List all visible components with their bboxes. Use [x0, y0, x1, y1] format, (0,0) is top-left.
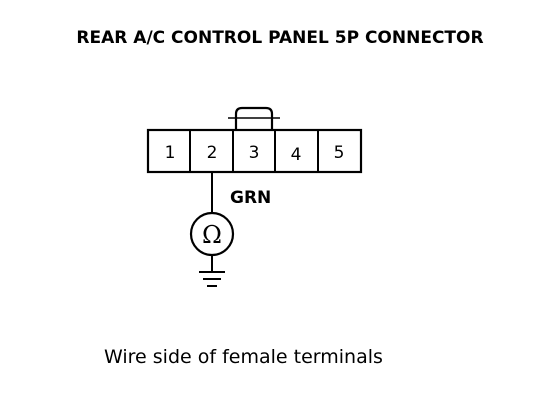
ohm-symbol: Ω: [202, 221, 222, 249]
pin-label-1: 1: [165, 143, 176, 163]
wire-color-label: GRN: [230, 188, 271, 208]
connector-body: [146, 128, 363, 174]
ground-icon: [199, 271, 225, 287]
connector-lock-tab: [234, 106, 274, 130]
pin-label-4: 4: [291, 145, 302, 165]
ohmmeter-icon: Ω: [189, 211, 235, 257]
pin-label-5: 5: [334, 143, 345, 163]
pin-label-3: 3: [249, 143, 260, 163]
caption: Wire side of female terminals: [104, 346, 383, 368]
diagram-title: REAR A/C CONTROL PANEL 5P CONNECTOR: [76, 28, 484, 48]
pin-label-2: 2: [207, 143, 218, 163]
